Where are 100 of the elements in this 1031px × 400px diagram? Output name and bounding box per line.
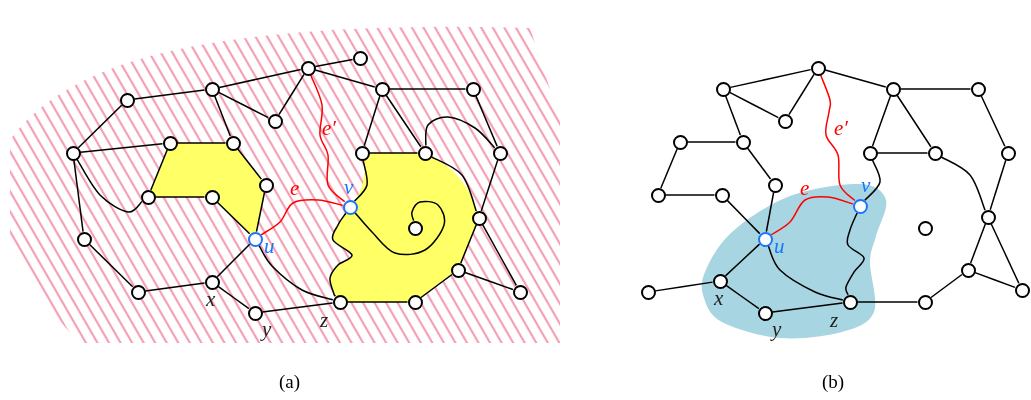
edge-line [746,147,772,180]
vertex-label: y [262,319,272,340]
vertex [1014,282,1030,298]
edge-line [481,223,518,287]
edge-line [216,243,251,278]
vertex [1000,145,1016,161]
edge-line [329,212,353,297]
edge-line [309,74,346,203]
edge-line [79,143,164,153]
edge-line [856,301,919,303]
edge-line [770,195,854,236]
edge-line [388,88,467,90]
vertex-label: x [206,289,216,310]
edge-line [989,159,1007,211]
edge-line [767,245,844,301]
vertex [672,134,688,150]
edge-line [969,223,987,264]
edge-line [218,68,302,89]
vertex-label: z [320,310,329,331]
edge-line [216,201,251,235]
edge-line [845,212,865,296]
vertex [640,284,656,300]
edge-line [660,148,678,189]
edge-line [664,194,716,196]
edge-line [899,88,972,90]
edge-line [464,271,514,291]
vertex [714,187,730,203]
panel-caption: (a) [279,372,301,391]
edge-line [424,116,496,149]
edge-line [824,69,887,88]
edge-label: e′ [834,118,848,139]
vertex [767,177,783,193]
edge-line [76,158,143,213]
vertex [862,145,878,161]
vertex [810,60,826,76]
vertex [927,145,943,161]
vertex [735,134,751,150]
edge-line [930,273,963,299]
vertex-label: u [264,236,275,257]
edge-line [940,156,986,211]
edge-line [876,152,929,154]
edge-line [314,58,354,68]
edge-line [460,224,477,264]
edge-line [974,271,1016,289]
edge-line [88,243,134,288]
edge-line [133,89,206,100]
vertex [715,81,731,97]
edge-line [176,142,227,144]
edge-line [260,199,344,236]
edge-line [154,196,206,198]
edge-label: e [800,178,810,199]
edge-label: e [290,178,300,199]
edge-line [871,95,892,147]
edge-line [728,91,780,119]
edge-line [420,273,453,299]
edge-line [363,95,381,147]
edge-line [354,200,446,256]
edge-line [765,191,775,233]
panel-caption: (b) [822,372,845,391]
edge-line [654,281,714,292]
vertex [917,220,933,236]
edge-line [150,149,168,191]
edge-line [346,301,409,303]
vertex-label: u [774,236,785,257]
edge-line [686,141,737,143]
vertex [960,262,976,278]
edge-line [475,95,498,147]
edge-line [724,243,761,277]
vertex [980,209,996,225]
edge-line [217,285,250,310]
edge-label: e′ [322,118,336,139]
edge-line [725,284,760,310]
vertex-label: v [344,177,354,198]
vertex-label: y [772,319,782,340]
edge-line [144,282,206,292]
edge-line [255,191,266,233]
edge-line [368,152,419,154]
edge-line [980,95,1006,147]
vertex-label: x [714,288,724,309]
vertex-label: z [830,310,839,331]
vertex [650,187,666,203]
vertex [777,113,793,129]
edge-line [819,74,856,202]
edge-line [278,73,305,116]
edge-line [788,73,815,116]
edge-line [73,159,84,233]
edge-line [724,95,742,136]
vertex [917,294,933,310]
edge-line [353,159,368,202]
edge-line [314,69,376,88]
edge-line [213,95,232,137]
vertex [970,81,986,97]
edge-line [771,302,844,313]
edge-line [430,156,477,212]
edge-line [258,244,334,301]
edge-line [385,94,422,148]
edge-line [896,94,932,148]
edge-line [77,104,123,149]
vertex [885,81,901,97]
edge-line [261,302,334,313]
